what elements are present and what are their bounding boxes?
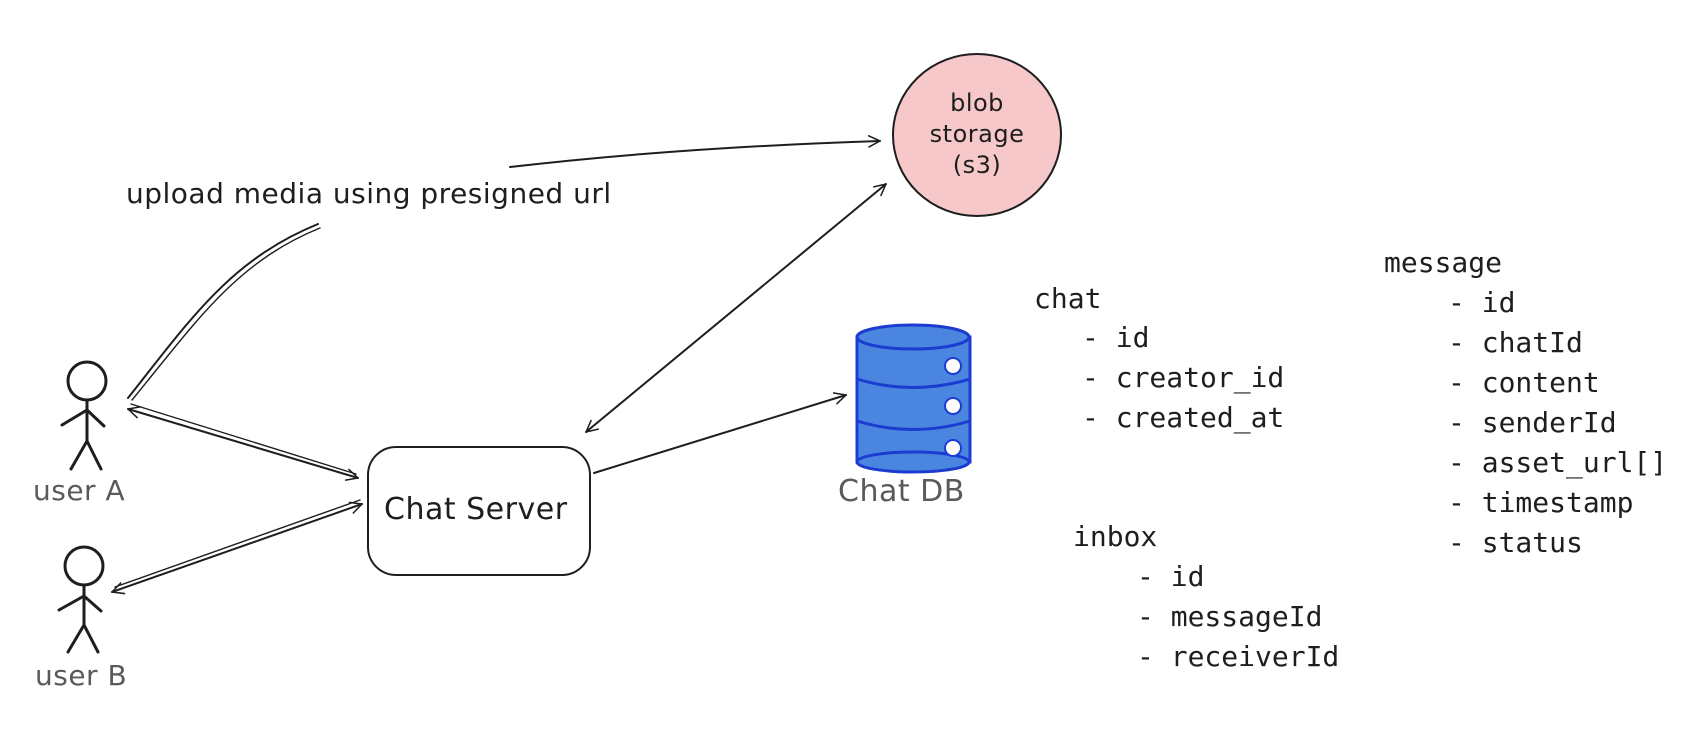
server-db-arrow [593, 392, 847, 474]
chat-field: - created_at [1082, 401, 1285, 434]
blob-storage-label-line-1: blob [950, 89, 1004, 117]
chat-schema-fields: - id - creator_id - created_at [1082, 318, 1284, 438]
blob-storage-label: blob storage (s3) [917, 88, 1037, 181]
chat-db-label: Chat DB [838, 474, 965, 509]
chat-field: - creator_id [1082, 361, 1285, 394]
user-b-icon [57, 545, 105, 654]
user-a-label: user A [33, 474, 126, 507]
blob-storage-label-line-2: storage [929, 120, 1025, 148]
message-field: - status [1448, 526, 1583, 559]
database-icon [855, 323, 972, 474]
inbox-field: - id [1137, 560, 1205, 593]
user-a-server-arrow-sketch [130, 403, 357, 475]
inbox-schema-fields: - id - messageId - receiverId [1137, 557, 1339, 677]
chat-server-node [367, 446, 591, 576]
user-a-icon [60, 360, 108, 471]
message-field: - senderId [1448, 406, 1617, 439]
user-b-server-arrow-sketch [114, 499, 361, 588]
chat-server-label: Chat Server [384, 492, 568, 527]
upload-media-label: upload media using presigned url [126, 177, 612, 210]
message-field: - chatId [1448, 326, 1583, 359]
message-schema-fields: - id - chatId - content - senderId - ass… [1448, 283, 1667, 563]
inbox-schema-title: inbox [1073, 520, 1158, 553]
message-field: - timestamp [1448, 486, 1634, 519]
message-field: - content [1448, 366, 1600, 399]
upload-arrow-sketch [131, 227, 321, 401]
inbox-field: - messageId [1137, 600, 1323, 633]
chat-schema-title: chat [1034, 282, 1102, 315]
server-blob-arrow [585, 183, 887, 433]
blob-storage-label-line-3: (s3) [952, 151, 1002, 179]
inbox-field: - receiverId [1137, 640, 1340, 673]
message-schema-title: message [1384, 246, 1503, 279]
message-field: - asset_url[] [1448, 446, 1668, 479]
chat-field: - id [1082, 321, 1150, 354]
user-b-server-arrow [111, 501, 363, 595]
user-b-label: user B [35, 659, 128, 692]
message-field: - id [1448, 286, 1516, 319]
upload-arrow [127, 141, 880, 399]
user-a-server-arrow [127, 406, 359, 481]
